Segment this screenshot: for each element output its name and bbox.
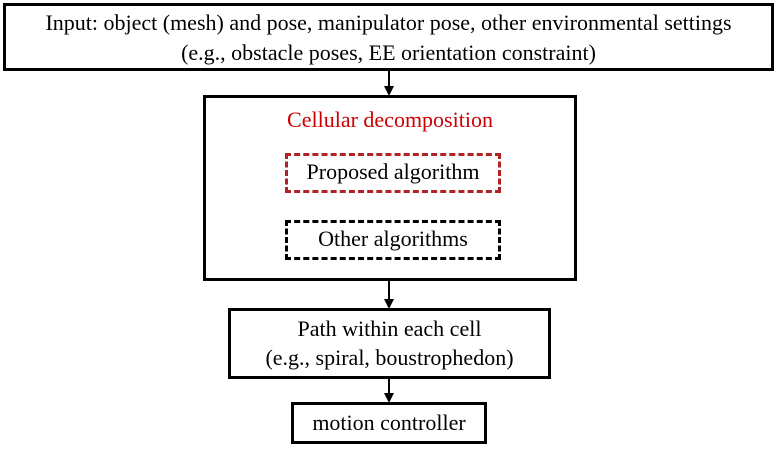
cellular-decomposition-box: Cellular decomposition Proposed algorith… xyxy=(203,95,577,281)
input-box: Input: object (mesh) and pose, manipulat… xyxy=(3,3,774,71)
path-within-cell-box: Path within each cell (e.g., spiral, bou… xyxy=(228,308,551,379)
path-line-1: Path within each cell xyxy=(297,316,482,341)
proposed-algorithm-box: Proposed algorithm xyxy=(285,153,501,193)
motion-controller-box: motion controller xyxy=(291,402,487,444)
input-line-2: (e.g., obstacle poses, EE orientation co… xyxy=(181,40,596,65)
input-line-1: Input: object (mesh) and pose, manipulat… xyxy=(45,10,732,35)
cellular-decomposition-title: Cellular decomposition xyxy=(287,107,493,132)
path-line-2: (e.g., spiral, boustrophedon) xyxy=(265,345,514,370)
other-algorithms-box: Other algorithms xyxy=(285,220,501,260)
